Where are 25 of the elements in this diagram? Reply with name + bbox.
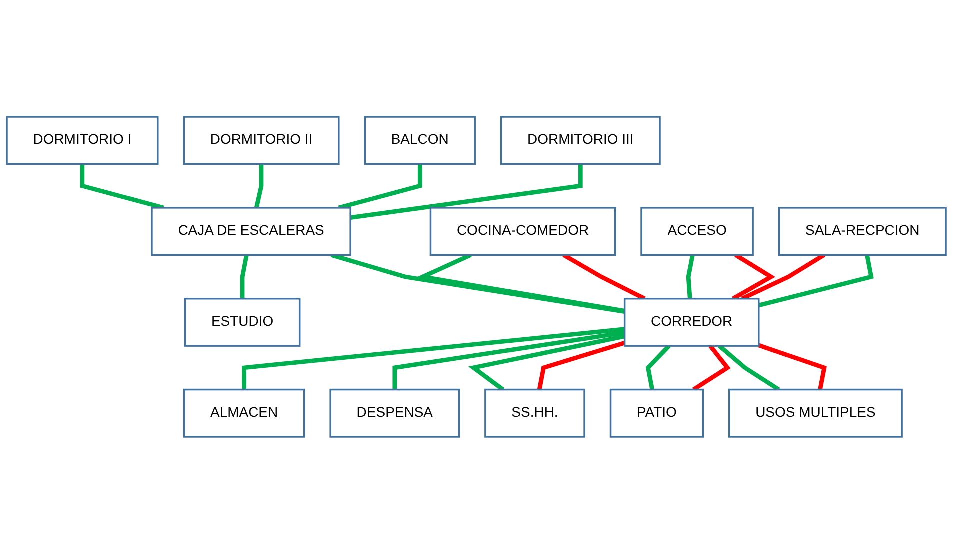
node-box: COCINA-COMEDOR <box>430 207 616 256</box>
node-box: USOS MULTIPLES <box>728 388 903 438</box>
node-box: ALMACEN <box>183 388 306 438</box>
node-box: DORMITORIO I <box>6 116 159 166</box>
node-box: DORMITORIO II <box>183 116 340 166</box>
node-box: BALCON <box>364 116 476 166</box>
connector <box>240 254 249 299</box>
connector <box>392 330 626 390</box>
node-box: ESTUDIO <box>184 298 301 347</box>
node-box: PATIO <box>610 388 704 438</box>
connector <box>254 164 264 208</box>
connector <box>758 343 827 390</box>
node-box: SALA-RECPCION <box>778 207 947 256</box>
node-box: ACCESO <box>640 207 754 256</box>
connector <box>350 164 583 220</box>
node-box: DESPENSA <box>330 388 460 438</box>
node-box: CORREDOR <box>624 298 760 347</box>
connector <box>646 344 671 390</box>
node-box: SS.HH. <box>484 388 586 438</box>
connector <box>537 340 626 390</box>
connector <box>686 254 695 300</box>
connector <box>242 327 626 390</box>
node-box: CAJA DE ESCALERAS <box>151 207 352 256</box>
node-box: DORMITORIO III <box>500 116 661 166</box>
connector <box>758 254 874 308</box>
